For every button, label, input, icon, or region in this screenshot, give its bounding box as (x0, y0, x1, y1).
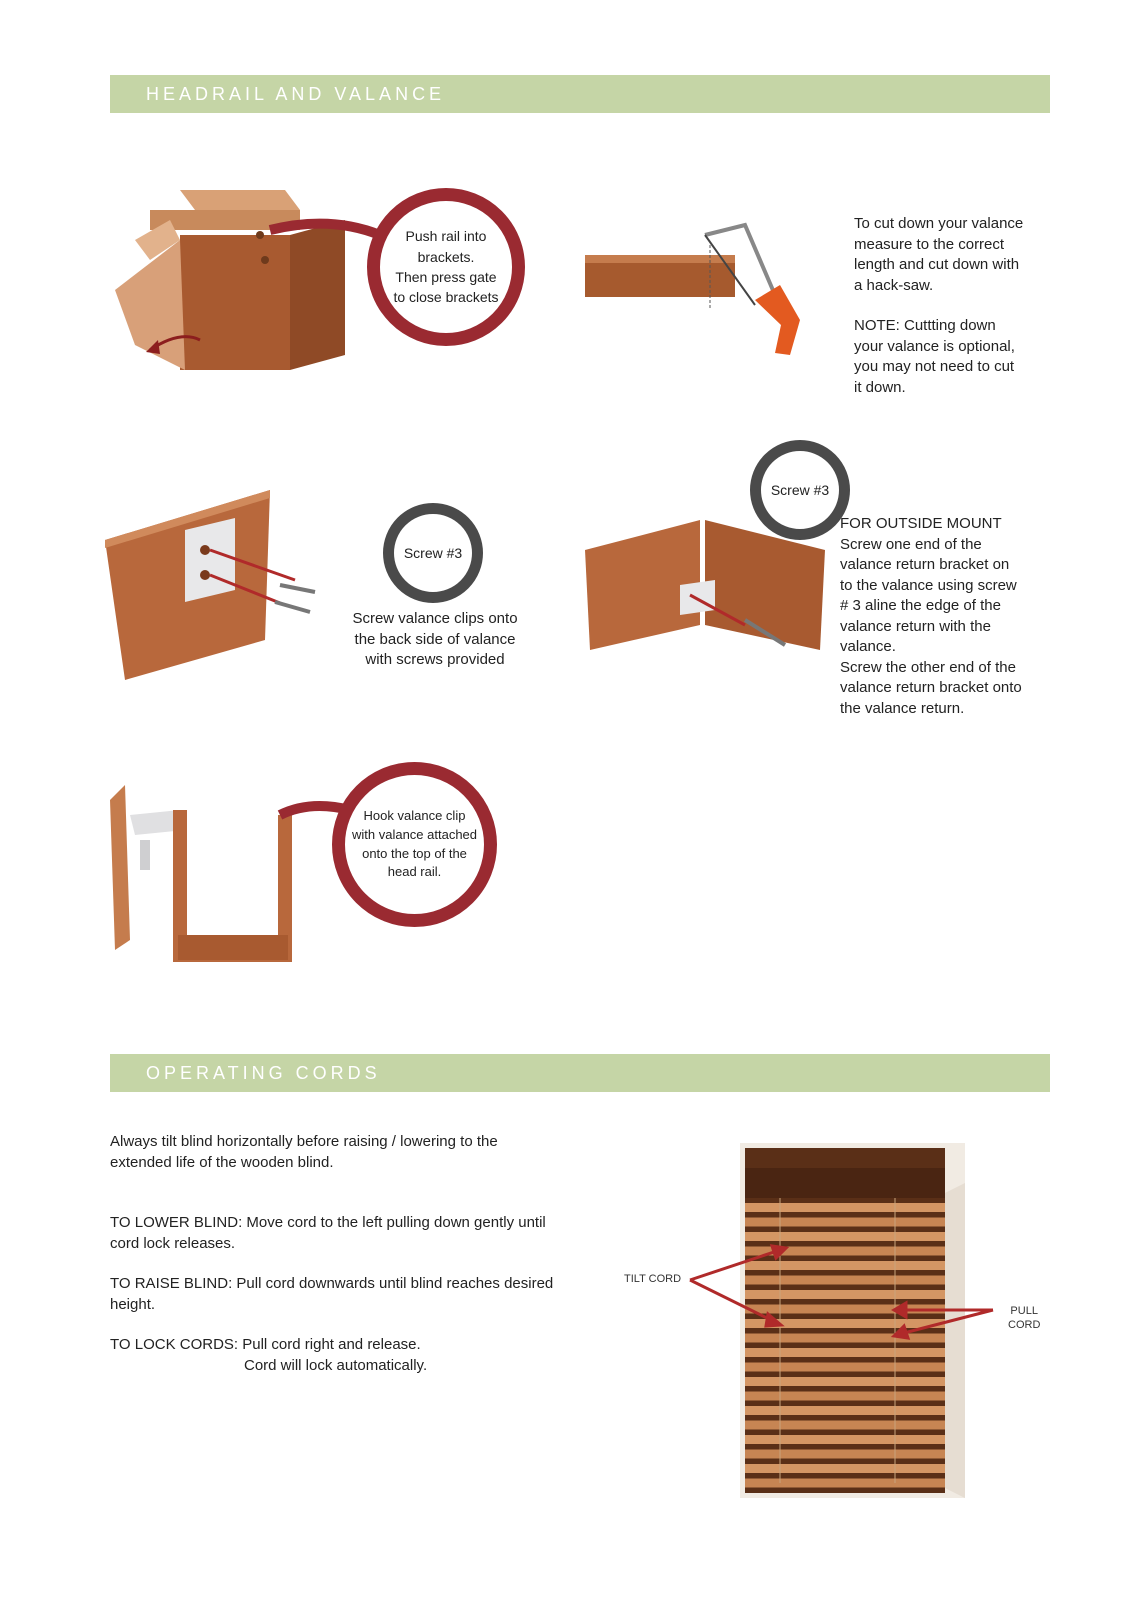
hook-valance-illustration (110, 785, 292, 962)
blind-slat (745, 1478, 945, 1488)
cords-intro: Always tilt blind horizontally before ra… (110, 1133, 498, 1171)
blind-slat (745, 1449, 945, 1459)
cords-lock-line1: TO LOCK CORDS: Pull cord right and relea… (110, 1336, 421, 1353)
cords-lock: TO LOCK CORDS: Pull cord right and relea… (110, 1335, 630, 1376)
blind-slats (745, 1203, 945, 1488)
blind-slat (745, 1333, 945, 1343)
blind-slat (745, 1275, 945, 1285)
outside-mount-heading: FOR OUTSIDE MOUNT (840, 515, 1002, 532)
hacksaw-illustration (585, 222, 800, 355)
blind-slat (745, 1232, 945, 1241)
screw-3-badge: Screw #3 (383, 503, 483, 603)
section-header-cords: OPERATING CORDS (110, 1054, 1050, 1092)
pull-cord-label: PULL CORD (1008, 1305, 1041, 1331)
blind-slat (745, 1290, 945, 1299)
return-bracket-illustration (585, 520, 825, 650)
valance-clip-illustration (105, 490, 316, 680)
hacksaw-text: To cut down your valance measure to the … (854, 215, 1024, 294)
cords-lock-line2: Cord will lock automatically. (244, 1356, 428, 1374)
blind-slat (745, 1319, 945, 1328)
blind-slat (745, 1246, 945, 1256)
cords-lower: TO LOWER BLIND: Move cord to the left pu… (110, 1214, 546, 1252)
blind-slat (745, 1261, 945, 1270)
bracket-illustration (115, 190, 345, 370)
callout-pointer-1 (268, 218, 382, 240)
blind-slat (745, 1420, 945, 1430)
cords-raise: TO RAISE BLIND: Pull cord downwards unti… (110, 1275, 554, 1313)
wooden-blind-illustration (740, 1143, 965, 1498)
outside-mount-instructions: FOR OUTSIDE MOUNT Screw one end of the v… (840, 514, 1050, 719)
section-title-cords: OPERATING CORDS (146, 1063, 381, 1083)
blind-slat (745, 1391, 945, 1401)
blind-slat (745, 1435, 945, 1444)
hacksaw-note: NOTE: Cuttting down your valance is opti… (854, 317, 1015, 396)
blind-slat (745, 1304, 945, 1314)
blind-slat (745, 1406, 945, 1415)
blind-slat (745, 1362, 945, 1372)
blind-slat (745, 1217, 945, 1227)
section-header-headrail: HEADRAIL AND VALANCE (110, 75, 1050, 113)
blind-slat (745, 1203, 945, 1212)
blind-slat (745, 1377, 945, 1386)
hacksaw-instructions: To cut down your valance measure to the … (854, 214, 1054, 398)
tilt-cord-label: TILT CORD (624, 1273, 682, 1285)
blind-slat (745, 1464, 945, 1473)
outside-mount-text: Screw one end of the valance return brac… (840, 535, 1022, 717)
screw-3-badge-outside: Screw #3 (750, 440, 850, 540)
section-title-headrail: HEADRAIL AND VALANCE (146, 84, 446, 104)
blind-slat (745, 1348, 945, 1357)
valance-clip-text: Screw valance clips onto the back side o… (352, 610, 518, 668)
